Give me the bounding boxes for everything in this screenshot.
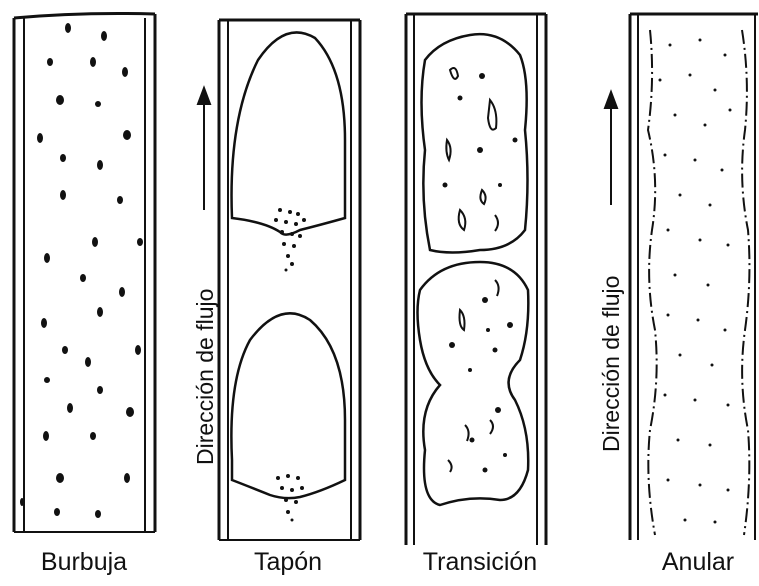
churn-features bbox=[446, 68, 498, 472]
core-droplets bbox=[659, 39, 732, 524]
label-tapon: Tapón bbox=[208, 548, 368, 577]
taylor-bubble-upper bbox=[232, 32, 345, 234]
tube-transicion bbox=[406, 14, 546, 545]
wake-bubbles bbox=[274, 208, 306, 522]
flow-direction-label-1: Dirección de flujo bbox=[192, 289, 219, 465]
tube-tapon bbox=[219, 20, 360, 540]
label-anular: Anular bbox=[618, 548, 759, 577]
flow-direction-label-2: Dirección de flujo bbox=[598, 276, 625, 452]
taylor-bubble-lower bbox=[231, 313, 345, 498]
film-right bbox=[742, 30, 749, 535]
churn-region-lower bbox=[418, 262, 529, 505]
tube-anular bbox=[630, 14, 758, 540]
churn-droplets bbox=[443, 73, 518, 473]
flow-arrow-1 bbox=[198, 88, 210, 210]
film-left bbox=[648, 30, 657, 535]
churn-region-upper bbox=[422, 34, 528, 252]
flow-arrow-2 bbox=[605, 92, 617, 205]
bubbles bbox=[20, 23, 143, 518]
tube-burbuja bbox=[14, 14, 155, 533]
label-transicion: Transición bbox=[400, 548, 560, 577]
label-burbuja: Burbuja bbox=[4, 548, 164, 577]
